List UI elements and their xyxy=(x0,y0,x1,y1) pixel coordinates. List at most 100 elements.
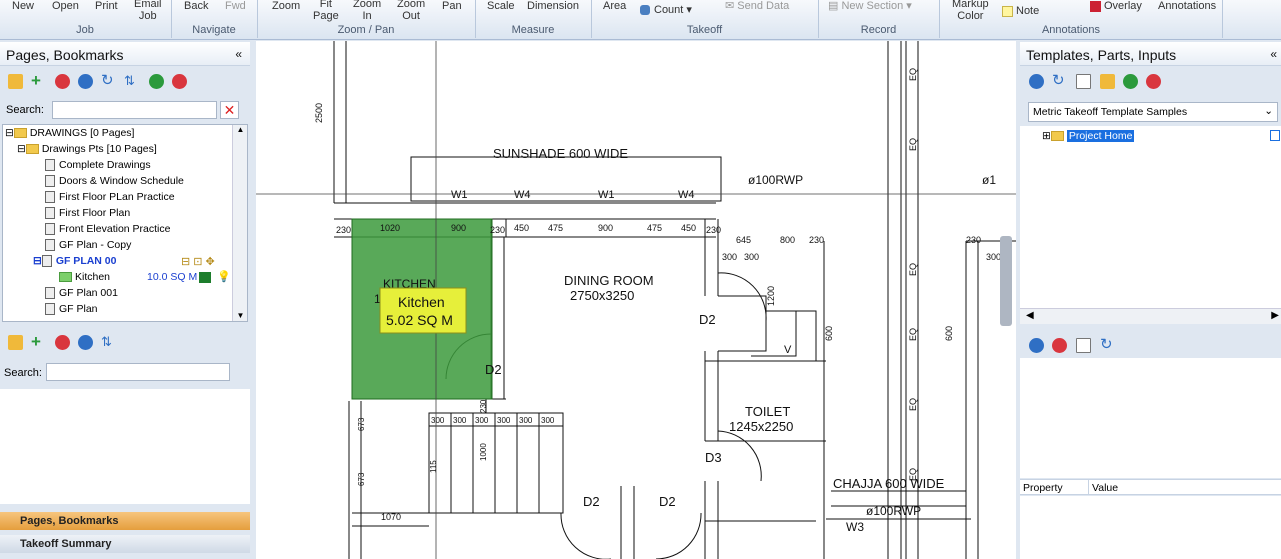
page-icon xyxy=(45,239,55,252)
pan-button[interactable]: Pan xyxy=(442,0,462,12)
takeoff-toolbar: + ⇅ xyxy=(0,332,250,354)
note-button[interactable]: Note xyxy=(1002,5,1039,17)
tree-item-takeoff[interactable]: Kitchen xyxy=(59,269,110,285)
tree-item-page[interactable]: First Floor Plan xyxy=(45,205,130,221)
vertical-scrollbar-thumb[interactable] xyxy=(1000,236,1012,326)
add-icon[interactable]: + xyxy=(31,71,41,90)
markup-color-button[interactable]: Markup Color xyxy=(952,0,989,22)
scrollbar[interactable]: ▲ ▼ xyxy=(232,125,247,321)
label-rwp: ø100RWP xyxy=(866,504,921,518)
tree-item-project-home[interactable]: ⊞Project Home xyxy=(1042,130,1135,142)
overlay-icon xyxy=(1090,0,1101,12)
dimension: 450 xyxy=(514,223,529,233)
delete-icon[interactable] xyxy=(1052,338,1067,353)
remove-circle-icon[interactable] xyxy=(172,74,187,89)
delete-icon[interactable] xyxy=(55,335,70,350)
clear-search-icon[interactable]: ✕ xyxy=(220,101,239,119)
callout-label: Kitchen xyxy=(398,294,445,310)
color-swatch[interactable] xyxy=(199,272,211,283)
send-data-button[interactable]: ✉ Send Data xyxy=(725,0,789,12)
dimension: 300 xyxy=(497,416,511,425)
add-circle-icon[interactable] xyxy=(149,74,164,89)
scale-button[interactable]: Scale xyxy=(487,0,515,12)
tree-item-page[interactable]: Front Elevation Practice xyxy=(45,221,170,237)
dimension: 230 xyxy=(966,235,981,245)
collapse-icon[interactable]: « xyxy=(1270,47,1277,61)
tree-item-page[interactable]: GF Plan - Copy xyxy=(45,237,131,253)
delete-icon[interactable] xyxy=(55,74,70,89)
sort-icon[interactable]: ⇅ xyxy=(124,73,135,88)
collapse-icon[interactable]: « xyxy=(235,47,242,61)
drawing-canvas[interactable]: SUNSHADE 600 WIDE ø100RWP ø1 W1 W4 W1 W4… xyxy=(256,41,1016,559)
tree-item-page[interactable]: GF Plan xyxy=(45,301,98,317)
add-circle-icon[interactable] xyxy=(1123,74,1138,89)
nav-pages-bookmarks[interactable]: Pages, Bookmarks xyxy=(0,512,250,530)
count-icon xyxy=(640,5,650,16)
refresh-icon[interactable]: ↻ xyxy=(101,72,114,89)
zoom-out-button[interactable]: Zoom Out xyxy=(397,0,426,22)
area-button[interactable]: Area xyxy=(603,0,627,12)
column-icon[interactable] xyxy=(1076,74,1091,89)
tree-item-page[interactable]: Complete Drawings xyxy=(45,157,151,173)
new-section-button[interactable]: ▤ New Section ▾ xyxy=(828,0,912,12)
dimension: 300 xyxy=(986,252,1001,262)
tree-item-page[interactable]: Doors & Window Schedule xyxy=(45,173,184,189)
lower-search-input[interactable] xyxy=(46,363,230,381)
door-tag: D2 xyxy=(583,494,600,509)
sort-icon[interactable]: ⇅ xyxy=(101,334,112,349)
back-button[interactable]: Back xyxy=(184,0,209,12)
new-section-label: New Section xyxy=(841,0,904,12)
fit-page-button[interactable]: Fit Page xyxy=(313,0,339,22)
search-input[interactable] xyxy=(52,101,217,119)
bulb-icon[interactable]: 💡 xyxy=(217,271,231,283)
dimension: 300 xyxy=(453,416,467,425)
overlay-button[interactable]: Overlay xyxy=(1090,0,1142,12)
checkbox[interactable] xyxy=(1270,130,1280,141)
open-button[interactable]: Open xyxy=(52,0,79,12)
annotations-button[interactable]: Annotations xyxy=(1158,0,1217,12)
new-button[interactable]: New xyxy=(12,0,35,12)
count-button[interactable]: Count ▾ xyxy=(640,4,692,16)
refresh-icon[interactable]: ↻ xyxy=(1100,336,1113,353)
edit-icon[interactable]: ⊟ ⊡ ✥ xyxy=(181,256,215,268)
template-dropdown[interactable]: Metric Takeoff Template Samples⌄ xyxy=(1028,102,1278,122)
property-grid xyxy=(1020,496,1281,559)
folder-icon[interactable] xyxy=(8,74,23,89)
print-button[interactable]: Print xyxy=(95,0,118,12)
zoom-in-button[interactable]: Zoom In xyxy=(353,0,382,22)
pages-toolbar: + ↻ ⇅ xyxy=(0,71,250,93)
dimension: 475 xyxy=(548,223,563,233)
tree-item-drawings[interactable]: ⊟DRAWINGS [0 Pages] xyxy=(5,127,135,139)
group-separator xyxy=(591,0,592,38)
add-icon[interactable]: + xyxy=(31,332,41,351)
page-icon xyxy=(45,175,55,188)
forward-button[interactable]: Fwd xyxy=(225,0,246,12)
tree-item-page[interactable]: GF Plan 001 xyxy=(45,285,118,301)
dimension: 1070 xyxy=(381,512,401,522)
gear-icon[interactable] xyxy=(1029,338,1044,353)
nav-takeoff-summary[interactable]: Takeoff Summary xyxy=(0,535,250,553)
window-tag: W4 xyxy=(514,189,531,201)
zoom-button[interactable]: Zoom xyxy=(272,0,301,12)
refresh-icon[interactable]: ↻ xyxy=(1052,72,1065,89)
kitchen-callout[interactable] xyxy=(379,287,467,334)
tree-item-page-selected[interactable]: ⊟GF PLAN 00 xyxy=(33,255,117,268)
gear-icon[interactable] xyxy=(78,74,93,89)
folder-icon[interactable] xyxy=(1100,74,1115,89)
folder-icon[interactable] xyxy=(8,335,23,350)
email-job-button[interactable]: Email Job xyxy=(134,0,162,22)
dimension: 900 xyxy=(598,223,613,233)
gear-icon[interactable] xyxy=(78,335,93,350)
dimension: 300 xyxy=(431,416,445,425)
lower-search-label: Search: xyxy=(4,367,42,379)
tree-item-page[interactable]: First Floor PLan Practice xyxy=(45,189,175,205)
door-tag: D3 xyxy=(705,450,722,465)
tree-item-drawings-pts[interactable]: ⊟Drawings Pts [10 Pages] xyxy=(17,143,157,155)
horizontal-scrollbar[interactable]: ◀▶ xyxy=(1020,308,1281,324)
group-separator xyxy=(171,0,172,38)
note-icon xyxy=(1002,5,1013,17)
remove-circle-icon[interactable] xyxy=(1146,74,1161,89)
gear-icon[interactable] xyxy=(1029,74,1044,89)
column-icon[interactable] xyxy=(1076,338,1091,353)
dimension-button[interactable]: Dimension xyxy=(527,0,579,12)
